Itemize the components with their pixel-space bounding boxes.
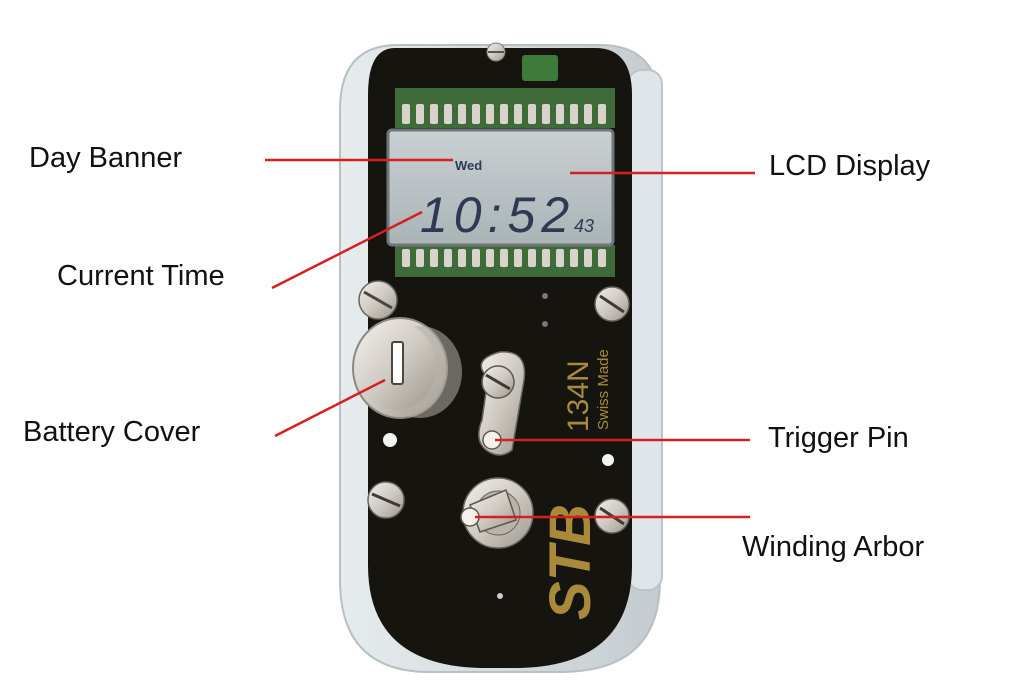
brand-logo-text: STB [538, 504, 603, 620]
connector-pin [486, 104, 494, 124]
lcd-day-text: Wed [455, 158, 482, 173]
callout-current-time: Current Time [57, 260, 225, 292]
board-hole [497, 593, 503, 599]
leader-line-battery-cover [274, 378, 386, 438]
connector-pin [416, 249, 424, 267]
callout-trigger-pin: Trigger Pin [768, 422, 909, 454]
connector-pin [514, 249, 522, 267]
board-hole [383, 433, 397, 447]
connector-pins-top [402, 104, 606, 124]
callout-lcd-display: LCD Display [769, 150, 931, 182]
connector-pin [430, 249, 438, 267]
board-hole [542, 293, 548, 299]
connector-pin [402, 104, 410, 124]
top-component [522, 55, 558, 81]
connector-pin [598, 249, 606, 267]
connector-pin [500, 249, 508, 267]
connector-pin [430, 104, 438, 124]
connector-pin [584, 104, 592, 124]
connector-pin [444, 249, 452, 267]
connector-pin [472, 249, 480, 267]
connector-pins-bottom [402, 249, 606, 267]
battery-cover-slot [391, 341, 404, 385]
connector-pin [402, 249, 410, 267]
connector-pin [528, 104, 536, 124]
connector-pin [542, 249, 550, 267]
connector-pin [486, 249, 494, 267]
connector-pin [556, 104, 564, 124]
callout-day-banner: Day Banner [29, 142, 183, 174]
connector-pin [472, 104, 480, 124]
connector-pin [500, 104, 508, 124]
leader-line-current-time [271, 210, 423, 290]
connector-pin [528, 249, 536, 267]
connector-pin [556, 249, 564, 267]
swiss-made-text: Swiss Made [595, 349, 612, 430]
connector-pin [416, 104, 424, 124]
board-hole [542, 321, 548, 327]
connector-pin [444, 104, 452, 124]
connector-pin [458, 104, 466, 124]
lcd-time-text: 10:52 [420, 187, 575, 243]
connector-pin [570, 249, 578, 267]
model-text: 134N [562, 360, 595, 432]
case-edge [627, 69, 663, 591]
connector-pin [570, 104, 578, 124]
board-hole [602, 454, 614, 466]
connector-pin [542, 104, 550, 124]
connector-pin [584, 249, 592, 267]
connector-pin [458, 249, 466, 267]
connector-pin [598, 104, 606, 124]
callout-battery-cover: Battery Cover [23, 416, 201, 448]
lcd-seconds-text: 43 [574, 216, 594, 236]
connector-pin [514, 104, 522, 124]
callout-winding-arbor: Winding Arbor [742, 531, 925, 563]
